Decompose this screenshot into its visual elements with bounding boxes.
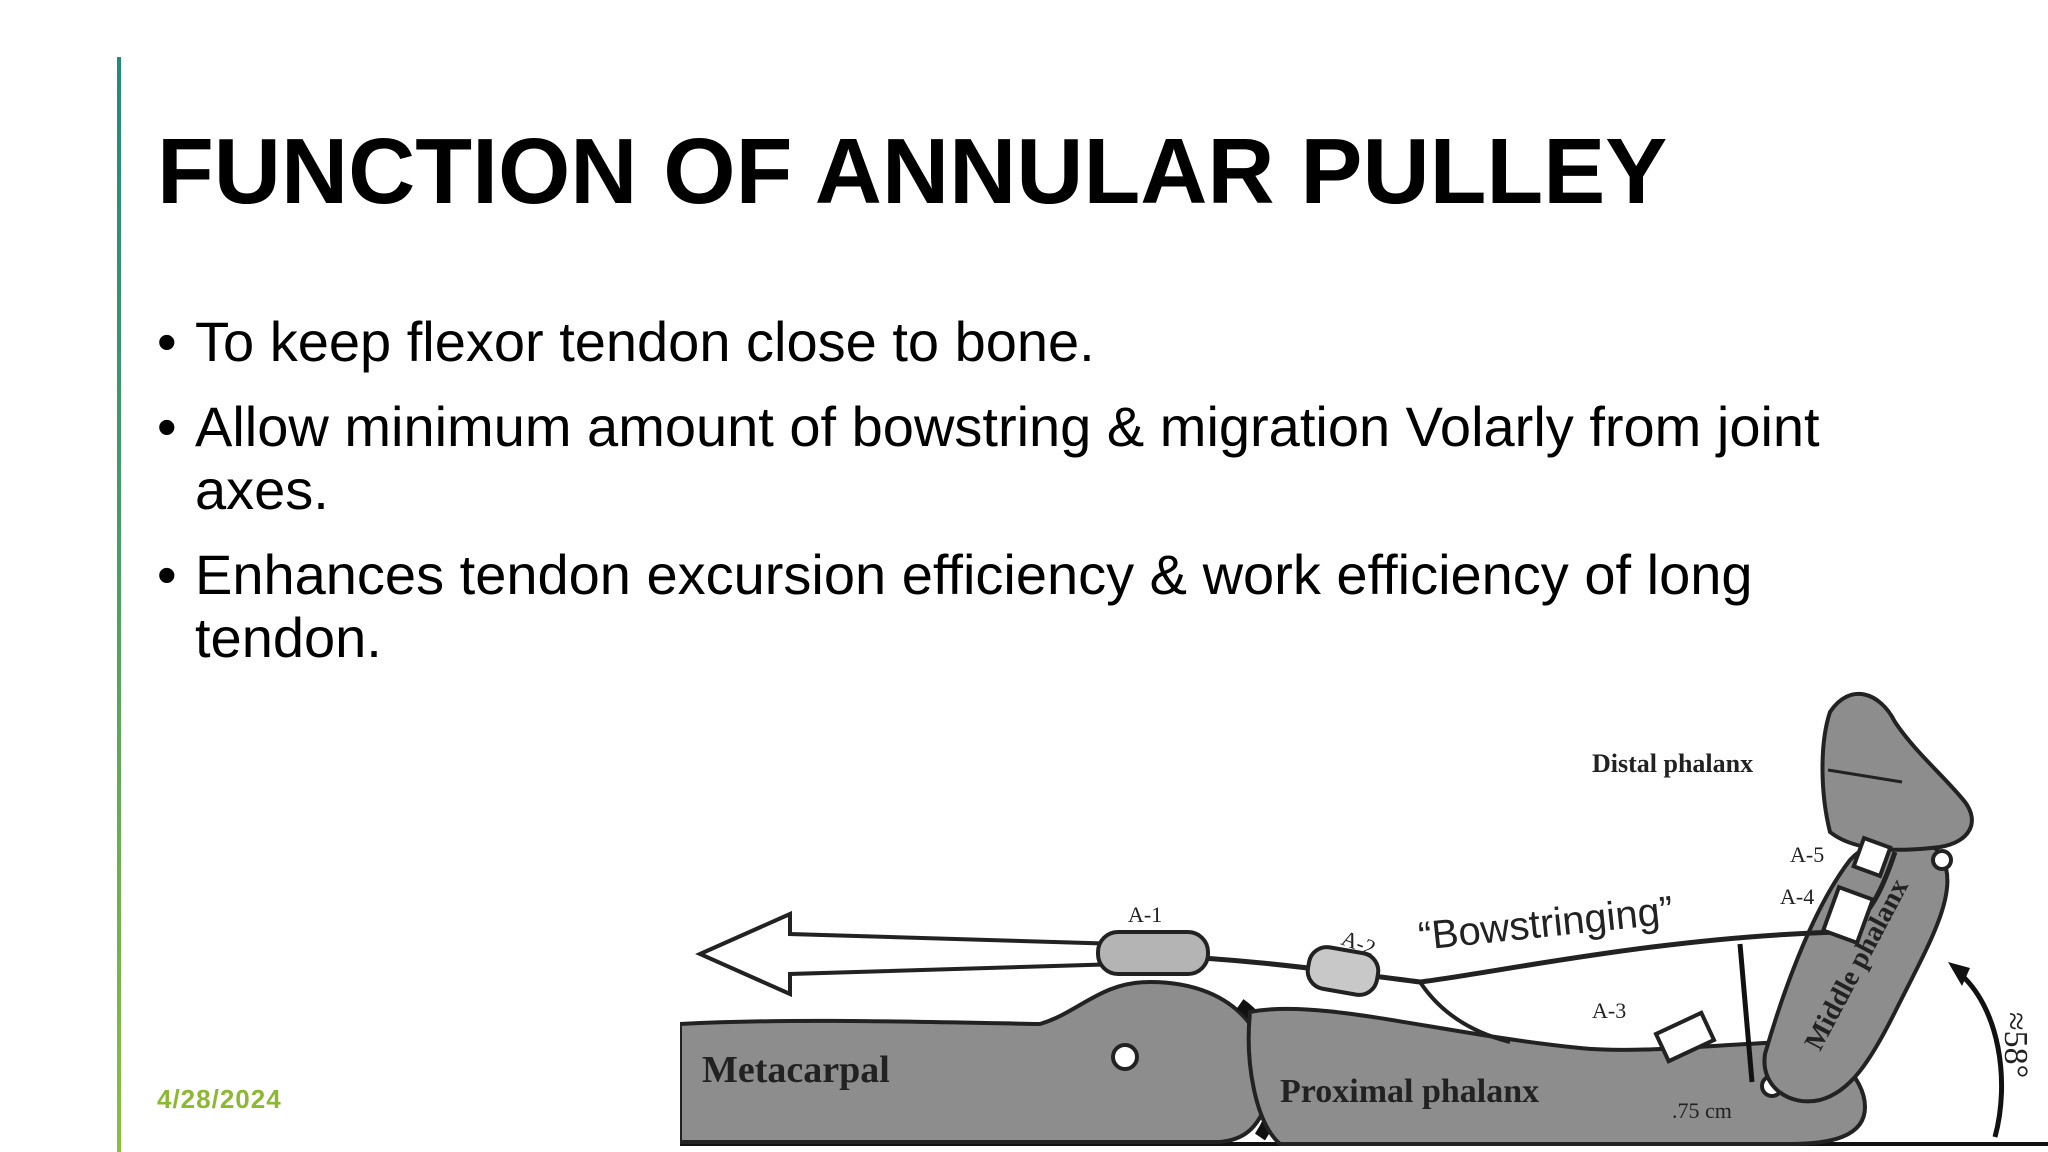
- pulley-a1: [1096, 930, 1210, 976]
- bullet-marker: •: [157, 310, 177, 373]
- label-distance: .75 cm: [1672, 1098, 1732, 1123]
- bullet-list: • To keep flexor tendon close to bone. •…: [157, 310, 1917, 691]
- pulley-a5: [1851, 835, 1893, 879]
- angle-arrowhead: [1948, 962, 1970, 986]
- pulley-diagram: Distal phalanx Metacarpal Proximal phala…: [680, 682, 2048, 1152]
- bullet-text: To keep flexor tendon close to bone.: [195, 310, 1095, 373]
- label-a5: A-5: [1790, 842, 1824, 867]
- bullet-marker: •: [157, 543, 177, 606]
- slide-title: FUNCTION OF ANNULAR PULLEY: [157, 119, 1668, 223]
- distal-label-leader: [1827, 768, 1903, 784]
- label-a4: A-4: [1780, 884, 1814, 909]
- pulley-a4: [1820, 884, 1876, 946]
- distal-phalanx-bone: [1820, 692, 1974, 852]
- pull-arrow: [695, 910, 1122, 998]
- bullet-marker: •: [157, 395, 177, 458]
- label-metacarpal: Metacarpal: [702, 1049, 890, 1091]
- slide-date: 4/28/2024: [157, 1084, 282, 1114]
- accent-bar: [117, 57, 121, 1152]
- label-distal-phalanx: Distal phalanx: [1592, 749, 1753, 778]
- label-a3: A-3: [1592, 998, 1626, 1023]
- angle-arc: [1956, 970, 2005, 1138]
- bullet-text: Enhances tendon excursion efficiency & w…: [195, 543, 1753, 669]
- pulley-a3: [1653, 1010, 1717, 1064]
- joint-center-mcp: [1111, 1043, 1139, 1071]
- joint-center-dip: [1931, 849, 1953, 871]
- label-a1: A-1: [1128, 902, 1162, 927]
- bullet-item: • Enhances tendon excursion efficiency &…: [157, 543, 1917, 669]
- bullet-item: • To keep flexor tendon close to bone.: [157, 310, 1917, 373]
- moment-arm-line: [1737, 943, 1755, 1083]
- bullet-item: • Allow minimum amount of bowstring & mi…: [157, 395, 1917, 521]
- tendon-branch: [1418, 980, 1511, 1044]
- pulley-a2: [1305, 945, 1381, 997]
- label-proximal-phalanx: Proximal phalanx: [1280, 1073, 1539, 1110]
- middle-phalanx-bone: [1762, 836, 1950, 1104]
- bullet-text: Allow minimum amount of bowstring & migr…: [195, 395, 1820, 521]
- label-angle: ≈58°: [1997, 1012, 2034, 1078]
